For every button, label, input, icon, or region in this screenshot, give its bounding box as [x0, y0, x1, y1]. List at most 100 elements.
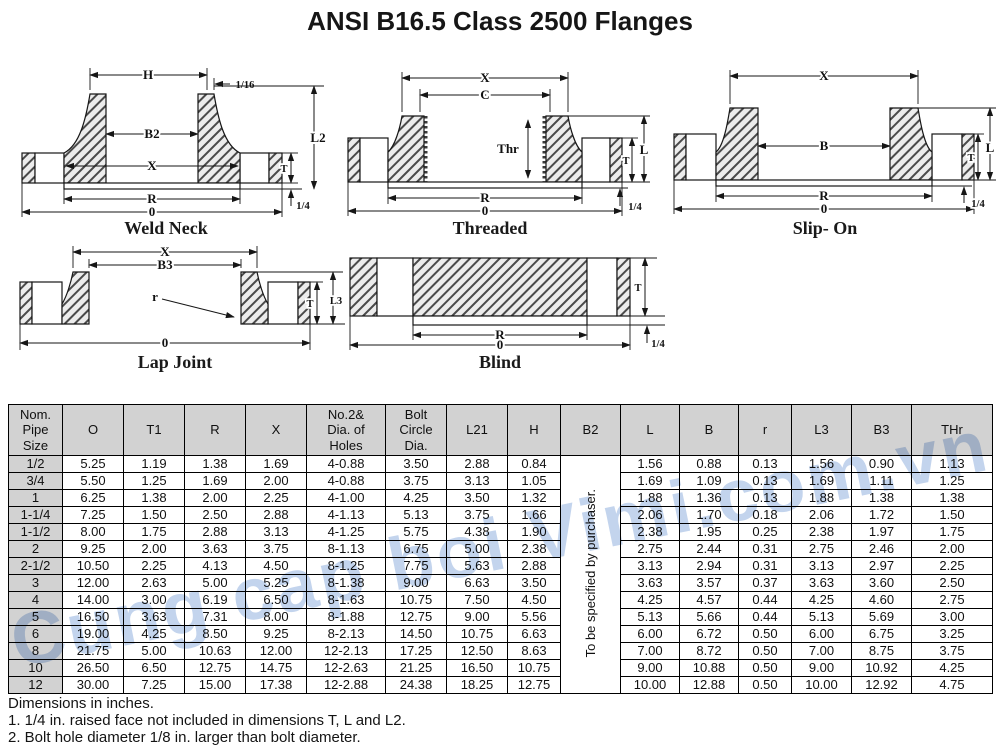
table-cell: 3.13 — [446, 472, 508, 490]
blind-diagram: R 0 T 1/4 — [349, 257, 665, 352]
b2-note: To be specified by purchaser. — [583, 488, 598, 658]
table-cell: 2.88 — [507, 557, 561, 575]
table-cell: 3.63 — [184, 540, 246, 558]
table-cell: 12-2.88 — [306, 676, 386, 694]
table-cell: 4.25 — [123, 625, 185, 643]
table-cell: 3.00 — [123, 591, 185, 609]
table-cell: 5.56 — [507, 608, 561, 626]
table-cell: 8.75 — [851, 642, 912, 660]
table-cell: 3.60 — [851, 574, 912, 592]
table-cell: 1.09 — [679, 472, 739, 490]
table-cell: 9.00 — [446, 608, 508, 626]
dim-label-o: 0 — [821, 201, 828, 216]
table-cell: 8-1.63 — [306, 591, 386, 609]
footnote-2: 2. Bolt hole diameter 1/8 in. larger tha… — [8, 729, 361, 746]
table-cell: 0.50 — [738, 625, 792, 643]
column-header: L3 — [791, 404, 852, 456]
table-cell: 5.00 — [123, 642, 185, 660]
table-cell: 2.97 — [851, 557, 912, 575]
table-cell: 10.75 — [446, 625, 508, 643]
dim-label-l: L — [986, 140, 995, 155]
lap-joint-diagram: X B3 r 0 T L3 — [19, 242, 345, 352]
table-cell: 4-1.25 — [306, 523, 386, 541]
dim-label-r: R — [495, 327, 505, 342]
table-cell: 3.75 — [911, 642, 993, 660]
table-cell: 5.25 — [245, 574, 307, 592]
table-cell: 0.25 — [738, 523, 792, 541]
table-cell: 4.57 — [679, 591, 739, 609]
table-cell: 8-1.13 — [306, 540, 386, 558]
threaded-caption: Threaded — [452, 218, 528, 238]
dim-label-r: R — [819, 188, 829, 203]
table-cell: 12.50 — [446, 642, 508, 660]
table-cell: 10.88 — [679, 659, 739, 677]
table-cell: 4.25 — [791, 591, 852, 609]
dim-label-o: 0 — [149, 204, 156, 218]
pipe-size-cell: 5 — [8, 608, 63, 626]
table-cell: 1.11 — [851, 472, 912, 490]
column-header: L21 — [446, 404, 508, 456]
pipe-size-cell: 3/4 — [8, 472, 63, 490]
table-cell: 2.88 — [184, 523, 246, 541]
table-cell: 0.88 — [679, 455, 739, 473]
table-cell: 1.36 — [679, 489, 739, 507]
dim-label-x: X — [480, 70, 490, 85]
dim-label-b3: B3 — [157, 257, 173, 272]
table-cell: 3.75 — [385, 472, 447, 490]
table-cell: 14.00 — [62, 591, 124, 609]
table-cell: 1.38 — [123, 489, 185, 507]
table-cell: 0.18 — [738, 506, 792, 524]
dim-label-sixteenth: 1/16 — [236, 80, 255, 91]
table-cell: 5.00 — [446, 540, 508, 558]
table-cell: 3.63 — [123, 608, 185, 626]
table-cell: 10.00 — [620, 676, 680, 694]
dim-label-b: B — [820, 138, 829, 153]
table-cell: 9.00 — [620, 659, 680, 677]
table-cell: 8.00 — [62, 523, 124, 541]
slip-on-figure: X B R 0 T L 1/4 Slip- On — [652, 56, 998, 239]
weld-neck-caption: Weld Neck — [124, 218, 208, 238]
table-cell: 1.66 — [507, 506, 561, 524]
table-cell: 10.50 — [62, 557, 124, 575]
table-cell: 1.75 — [911, 523, 993, 541]
table-cell: 8-1.25 — [306, 557, 386, 575]
table-cell: 5.00 — [184, 574, 246, 592]
slip-on-diagram: X B R 0 T L 1/4 — [673, 66, 997, 218]
table-cell: 1.50 — [123, 506, 185, 524]
pipe-size-cell: 1 — [8, 489, 63, 507]
table-cell: 1.88 — [620, 489, 680, 507]
dim-label-t: T — [306, 299, 313, 310]
threaded-diagram: X C Thr R 0 T L 1/ — [347, 68, 650, 218]
table-cell: 0.84 — [507, 455, 561, 473]
table-cell: 2.50 — [911, 574, 993, 592]
table-cell: 9.00 — [791, 659, 852, 677]
column-header: Bolt Circle Dia. — [385, 404, 447, 456]
lap-joint-caption: Lap Joint — [137, 352, 213, 372]
dim-label-r: R — [147, 191, 157, 206]
table-cell: 2.88 — [446, 455, 508, 473]
table-cell: 6.00 — [791, 625, 852, 643]
table-cell: 2.38 — [791, 523, 852, 541]
table-cell: 1.56 — [620, 455, 680, 473]
table-cell: 6.25 — [62, 489, 124, 507]
table-cell: 8.72 — [679, 642, 739, 660]
table-cell: 1.38 — [911, 489, 993, 507]
column-header: H — [507, 404, 561, 456]
table-cell: 5.75 — [385, 523, 447, 541]
table-cell: 12.88 — [679, 676, 739, 694]
table-cell: 0.50 — [738, 659, 792, 677]
table-cell: 10.63 — [184, 642, 246, 660]
table-cell: 1.25 — [911, 472, 993, 490]
table-cell: 1.69 — [184, 472, 246, 490]
table-cell: 12-2.63 — [306, 659, 386, 677]
table-cell: 1.72 — [851, 506, 912, 524]
table-cell: 12.00 — [62, 574, 124, 592]
table-cell: 8-1.38 — [306, 574, 386, 592]
pipe-size-cell: 12 — [8, 676, 63, 694]
